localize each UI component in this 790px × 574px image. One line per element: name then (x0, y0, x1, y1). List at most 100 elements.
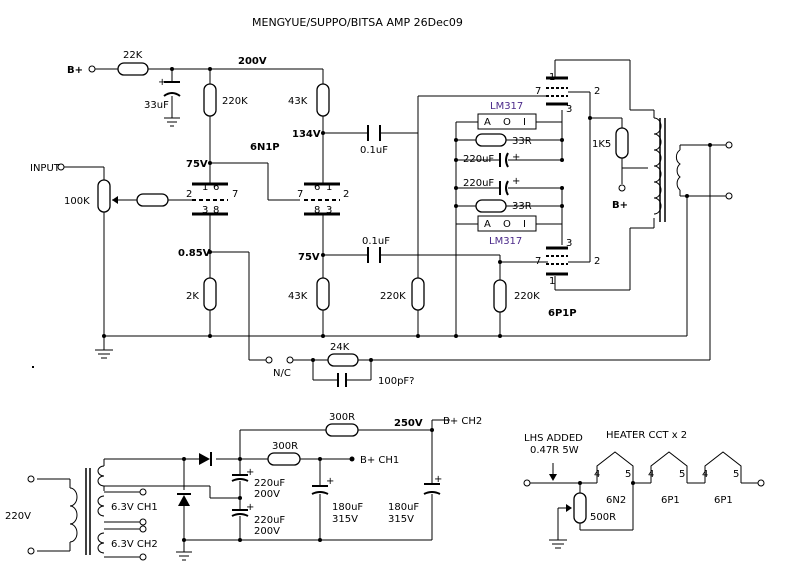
pin-1-triode-b: 1 (326, 182, 332, 193)
label-300r-top: 300R (329, 412, 355, 423)
label-bplus-input: B+ (67, 65, 83, 76)
pin-4-heater-c: 4 (702, 469, 708, 480)
resistor-grid-stopper (136, 193, 169, 207)
label-pin-a-lower: A (484, 219, 491, 230)
label-coupling-cap-a: 0.1uF (360, 145, 388, 156)
resistor-24k-feedback (327, 353, 359, 367)
label-pin-i-lower: I (523, 219, 526, 230)
pin-6-triode-a: 6 (213, 182, 219, 193)
label-plus-220uf-lower: + (512, 176, 520, 187)
label-1k5: 1K5 (592, 139, 611, 150)
label-43k-plate: 43K (288, 96, 308, 107)
pentode-6p1p-upper (546, 76, 568, 106)
capacitor-coupling-a (367, 125, 381, 141)
pin-4-heater-a: 4 (594, 469, 600, 480)
resistor-300r-top (325, 423, 359, 437)
label-cap-a: 220uF (254, 478, 285, 489)
label-plus-cap-b: + (246, 502, 254, 513)
lm317-upper-box (477, 113, 537, 130)
schematic-title: MENGYUE/SUPPO/BITSA AMP 26Dec09 (252, 16, 463, 29)
pin-2-triode-b: 2 (343, 189, 349, 200)
resistor-1k5 (615, 127, 629, 159)
label-cap-b-voltage: 200V (254, 526, 280, 537)
capacitor-coupling-b (367, 247, 381, 263)
label-220uf-lower: 220uF (463, 178, 494, 189)
label-pin-o-lower: O (503, 219, 511, 230)
resistor-22k (117, 62, 149, 76)
pin-2-triode-a: 2 (186, 189, 192, 200)
label-coupling-cap-b: 0.1uF (362, 236, 390, 247)
label-heater-ch1: 6.3V CH1 (111, 502, 158, 513)
heater-pot-500r (573, 492, 587, 524)
pin-5-heater-a: 5 (625, 469, 631, 480)
pin-3-pentode-upper: 3 (566, 104, 572, 115)
label-24k: 24K (330, 342, 350, 353)
label-220k-plate: 220K (222, 96, 248, 107)
capacitor-220uf-lower (499, 180, 509, 196)
pin-5-heater-b: 5 (679, 469, 685, 480)
power-supply (27, 419, 450, 561)
label-cap-d: 180uF (388, 502, 419, 513)
input-potentiometer (97, 179, 118, 213)
label-plus-33uf: + (158, 77, 166, 88)
label-input: INPUT (30, 163, 61, 174)
pin-3-pentode-lower: 3 (566, 238, 572, 249)
label-pin-i-upper: I (523, 117, 526, 128)
pin-1-pentode-lower: 1 (549, 276, 555, 287)
pin-7-pentode-lower: 7 (535, 256, 541, 267)
label-43k-cathode: 43K (288, 291, 308, 302)
output-transformer (653, 117, 681, 222)
lm317-lower-box (477, 215, 537, 232)
label-500r: 500R (590, 512, 616, 523)
amp-wiring (64, 59, 726, 381)
label-cap-a-voltage: 200V (254, 489, 280, 500)
resistor-33r-lower (475, 199, 507, 213)
pentode-6p1p-lower (546, 246, 568, 276)
label-33uf: 33uF (144, 100, 169, 111)
pin-1-pentode-upper: 1 (549, 72, 555, 83)
resistor-43k-cathode (316, 277, 330, 311)
label-tube-6p1-b: 6P1 (714, 495, 733, 506)
resistor-220k-plate (203, 83, 217, 117)
label-nc: N/C (273, 368, 291, 379)
label-plus-cap-a: + (246, 467, 254, 478)
label-plus-cap-c: + (326, 476, 334, 487)
label-cap-b: 220uF (254, 515, 285, 526)
resistor-220k-grid-a (411, 277, 425, 311)
label-33r-lower: 33R (512, 201, 532, 212)
pin-7-triode-a: 7 (232, 189, 238, 200)
pin-2-pentode-upper: 2 (594, 86, 600, 97)
label-100k: 100K (64, 196, 90, 207)
label-100pf: 100pF? (378, 376, 415, 387)
heater-labels: HEATER CCT x 2 LHS ADDED 0.47R 5W 500R 6… (524, 430, 739, 523)
pin-8-triode-a: 8 (213, 205, 219, 216)
pin-2-pentode-lower: 2 (594, 256, 600, 267)
pin-6-triode-b: 6 (314, 182, 320, 193)
label-cap-c: 180uF (332, 502, 363, 513)
label-heater-ch2: 6.3V CH2 (111, 539, 158, 550)
resistor-220k-grid-b (493, 279, 507, 313)
label-pin-o-upper: O (503, 117, 511, 128)
triode-6n1p-a (188, 182, 228, 216)
resistor-2k-cathode (203, 277, 217, 311)
amp-labels: B+ 22K 200V + 33uF 220K 43K 6N1P 134V 0.… (30, 50, 628, 387)
pin-8-triode-b: 8 (314, 205, 320, 216)
label-6n1p: 6N1P (250, 142, 280, 153)
resistor-33r-upper (475, 133, 507, 147)
triode-6n1p-b (304, 182, 340, 216)
label-220k-grid-b: 220K (514, 291, 540, 302)
amp-nodes (57, 65, 733, 364)
psu-labels: 300R 250V B+ CH2 300R B+ CH1 220V 6.3V C… (5, 412, 482, 550)
label-lhs-added: LHS ADDED (524, 433, 583, 444)
label-134v: 134V (292, 129, 321, 140)
label-75v-b: 75V (298, 252, 320, 263)
capacitor-33uf (163, 81, 181, 97)
heater-circuit (523, 451, 765, 549)
label-220uf-upper: 220uF (463, 154, 494, 165)
capacitor-100pf (337, 373, 347, 387)
label-heater-title: HEATER CCT x 2 (606, 430, 687, 441)
label-tube-6n2: 6N2 (606, 495, 626, 506)
label-22k: 22K (123, 50, 143, 61)
pin-1-triode-a: 1 (202, 182, 208, 193)
